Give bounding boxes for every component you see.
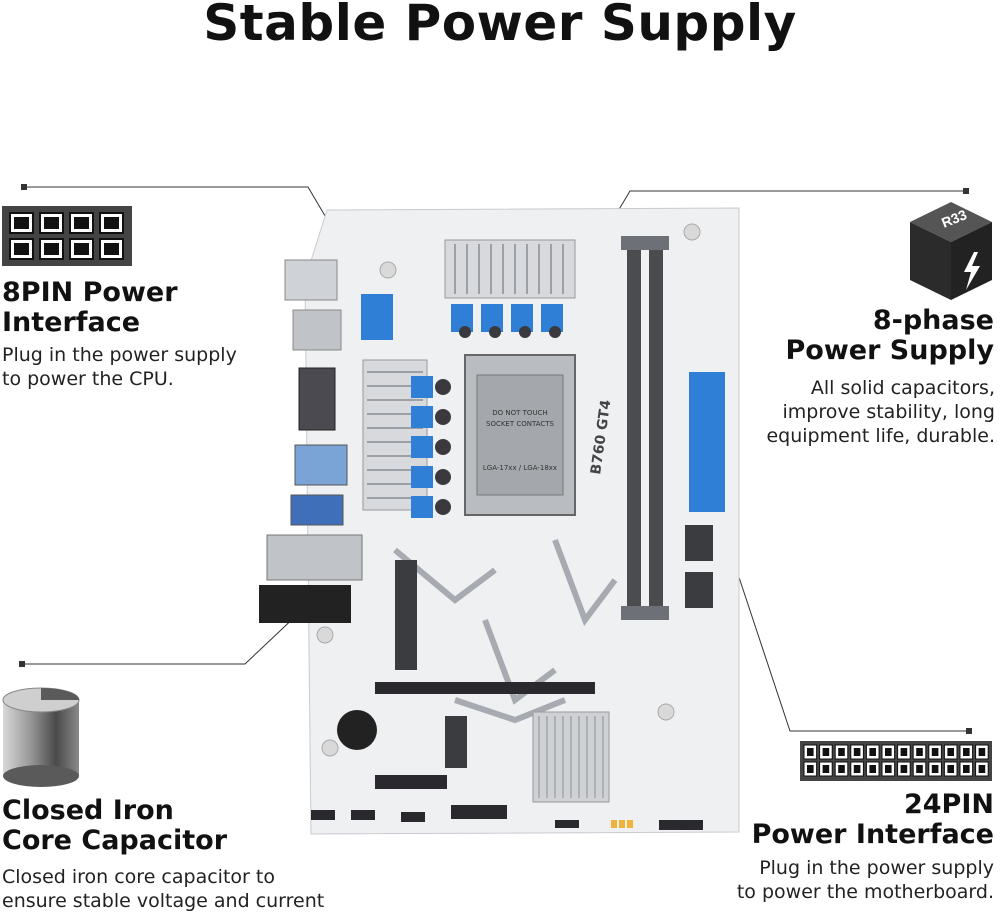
sata-ports <box>685 525 713 608</box>
cmos-battery <box>337 710 377 750</box>
power-phase-cube-icon: R33 <box>910 202 992 300</box>
pin-hole <box>807 765 814 773</box>
m2-slot-1 <box>395 560 417 670</box>
pin-hole <box>947 748 954 756</box>
leader-24pin <box>719 519 969 732</box>
pin-hole <box>853 765 861 773</box>
capacitor-description: Closed iron core capacitor to ensure sta… <box>2 866 325 912</box>
pin8-heading: 8PIN Power Interface <box>2 277 178 338</box>
pin-hole <box>885 748 892 756</box>
pin-hole <box>963 765 970 773</box>
pcie-slot <box>375 682 595 694</box>
pin-hole <box>885 765 892 773</box>
cpu-socket: DO NOT TOUCH SOCKET CONTACTS LGA-17xx / … <box>464 354 576 516</box>
leader-capacitor <box>22 611 301 665</box>
pin-hole <box>822 748 830 756</box>
phase8-heading: 8-phase Power Supply <box>785 305 995 366</box>
svg-text:LGA-17xx / LGA-18xx: LGA-17xx / LGA-18xx <box>483 464 557 472</box>
headers <box>311 775 703 830</box>
pin-hole <box>931 748 939 756</box>
pin-hole <box>869 765 876 773</box>
pin-hole <box>978 748 986 756</box>
pin-hole <box>900 765 908 773</box>
motherboard-image: DO NOT TOUCH SOCKET CONTACTS LGA-17xx / … <box>259 207 740 835</box>
solid-capacitors <box>435 326 561 515</box>
pin-hole <box>947 765 954 773</box>
pin8-description: Plug in the power supply to power the CP… <box>2 344 237 390</box>
connector-8pin-icon <box>2 206 132 266</box>
cpu-8pin-connector <box>361 294 393 340</box>
m2-slot-2 <box>445 716 467 768</box>
pin-hole <box>838 765 845 773</box>
chipset-heatsink <box>532 711 610 803</box>
vrm-heatsink-top <box>444 239 576 299</box>
chokes-top <box>451 304 563 332</box>
capacitor-icon <box>2 687 80 787</box>
pin-hole <box>807 748 814 756</box>
capacitor-heading: Closed Iron Core Capacitor <box>2 795 228 856</box>
front-panel-pins <box>611 820 633 828</box>
rear-io-ports <box>259 259 363 623</box>
atx-24pin-connector <box>689 372 725 512</box>
connector-24pin-icon <box>800 741 992 781</box>
svg-text:DO NOT TOUCH: DO NOT TOUCH <box>492 409 547 417</box>
pin-hole <box>853 748 861 756</box>
pin-hole <box>916 748 923 756</box>
page-title: Stable Power Supply <box>203 0 797 52</box>
mounting-holes <box>316 223 701 757</box>
pin24-description: Plug in the power supply to power the mo… <box>736 857 994 903</box>
pin-hole <box>900 748 908 756</box>
svg-text:SOCKET CONTACTS: SOCKET CONTACTS <box>486 420 555 428</box>
pin-hole <box>869 748 876 756</box>
chokes-left <box>411 376 433 518</box>
pin-hole <box>978 765 986 773</box>
pin-hole <box>916 765 923 773</box>
pin-hole <box>963 748 970 756</box>
pin-hole <box>822 765 830 773</box>
phase8-description: All solid capacitors, improve stability,… <box>766 377 995 447</box>
pin-hole <box>931 765 939 773</box>
pin24-heading: 24PIN Power Interface <box>751 789 994 850</box>
ram-slots <box>621 236 669 620</box>
pin-hole <box>838 748 845 756</box>
